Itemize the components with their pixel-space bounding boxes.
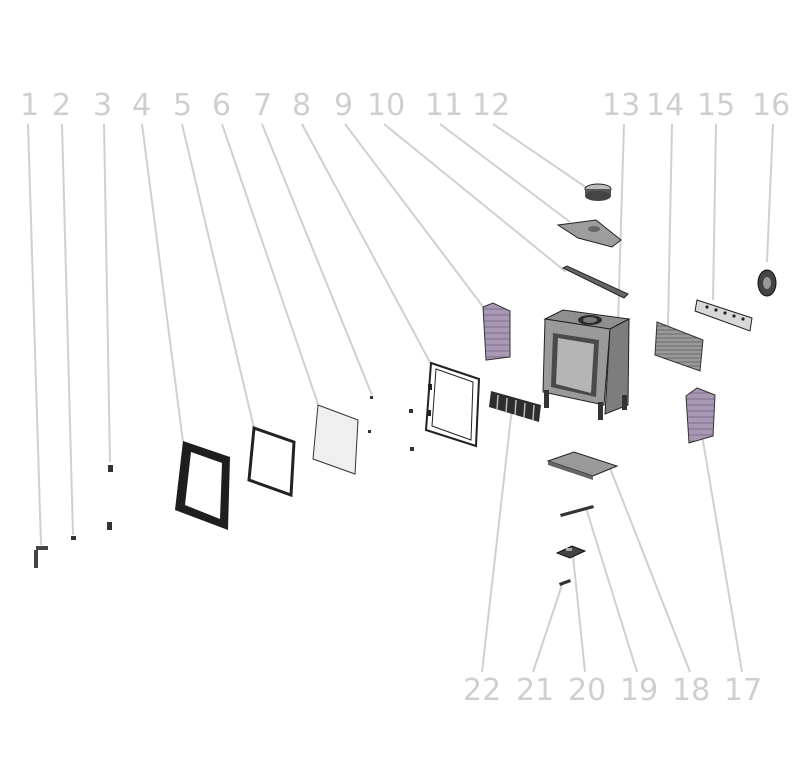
leader-6 — [221, 123, 319, 405]
callout-15: 15 — [697, 88, 735, 123]
leader-1 — [27, 123, 42, 546]
part-12-flue-collar — [584, 183, 612, 201]
leader-5 — [181, 123, 255, 429]
leader-14 — [667, 123, 673, 327]
leader-2 — [61, 123, 74, 536]
callout-11: 11 — [425, 88, 463, 123]
part-2-screw — [71, 536, 76, 540]
part-6-glass — [312, 404, 359, 475]
leader-21 — [532, 581, 564, 673]
leader-17 — [701, 434, 743, 673]
part-3-clips — [107, 465, 113, 530]
part-18-base-plate — [546, 451, 619, 480]
leader-20 — [572, 555, 586, 673]
callout-6: 6 — [212, 88, 231, 123]
part-4-door-frame — [175, 441, 230, 530]
callout-1: 1 — [20, 88, 39, 123]
part-22-grate — [489, 391, 541, 422]
callout-labels-bottom: 22 21 20 19 18 17 — [463, 673, 762, 708]
parts — [34, 183, 777, 586]
leader-12 — [492, 123, 588, 189]
leader-16 — [766, 123, 774, 263]
callout-3: 3 — [93, 88, 112, 123]
part-14-back-brick — [654, 321, 704, 372]
part-11-baffle — [556, 219, 622, 248]
part-5-gasket — [247, 425, 296, 498]
part-15-manifold-bar — [694, 299, 753, 332]
part-16-air-control — [757, 269, 777, 297]
part-10-air-bar — [561, 265, 629, 299]
callout-16: 16 — [752, 88, 790, 123]
callout-22: 22 — [463, 673, 501, 708]
callout-7: 7 — [253, 88, 272, 123]
leader-19 — [585, 507, 638, 673]
part-8-door — [424, 361, 481, 448]
leader-7 — [261, 123, 373, 396]
callout-19: 19 — [620, 673, 658, 708]
leader-9 — [344, 123, 485, 309]
callout-18: 18 — [672, 673, 710, 708]
callout-17: 17 — [724, 673, 762, 708]
leader-lines — [27, 123, 774, 673]
callout-5: 5 — [173, 88, 192, 123]
part-1-handle — [34, 546, 48, 568]
callout-21: 21 — [516, 673, 554, 708]
callout-labels-top: 1 2 3 4 5 6 7 8 9 10 11 12 13 14 15 16 — [20, 88, 790, 123]
callout-10: 10 — [367, 88, 405, 123]
part-19-riddling-rod — [560, 505, 594, 517]
callout-2: 2 — [52, 88, 71, 123]
part-13-stove-body — [542, 309, 631, 420]
callout-13: 13 — [602, 88, 640, 123]
callout-20: 20 — [568, 673, 606, 708]
part-9-left-brick — [482, 302, 511, 361]
leader-10 — [383, 123, 567, 273]
leader-11 — [439, 123, 571, 223]
leader-15 — [712, 123, 717, 301]
callout-8: 8 — [292, 88, 311, 123]
leader-4 — [141, 123, 184, 443]
callout-14: 14 — [646, 88, 684, 123]
leader-8 — [301, 123, 433, 367]
part-21-pin — [559, 579, 571, 586]
callout-9: 9 — [334, 88, 353, 123]
leader-22 — [481, 407, 513, 673]
leader-18 — [609, 467, 691, 673]
leader-3 — [103, 123, 111, 463]
part-17-right-brick — [685, 387, 716, 444]
callout-4: 4 — [132, 88, 151, 123]
callout-12: 12 — [472, 88, 510, 123]
part-7-glass-clips — [368, 396, 414, 451]
part-20-riddling-plate — [555, 545, 587, 559]
